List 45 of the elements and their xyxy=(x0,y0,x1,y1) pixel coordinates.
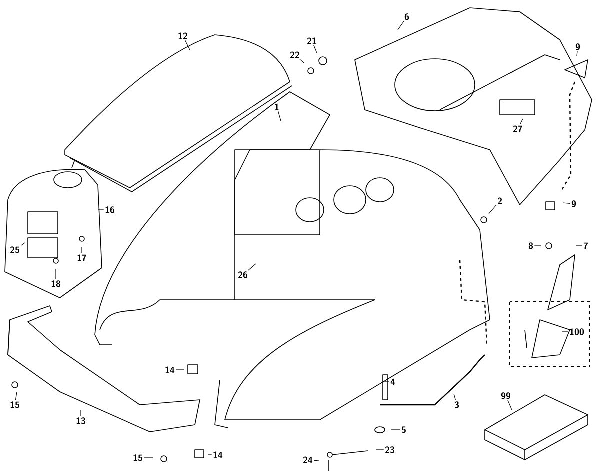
callout-number: 2 xyxy=(498,198,502,204)
callout-number: 99 xyxy=(501,392,511,400)
leader-line xyxy=(314,45,318,54)
callout-number: 13 xyxy=(76,418,86,424)
leader-line xyxy=(454,394,456,401)
callout-number: 14 xyxy=(166,366,175,374)
leader-line xyxy=(20,242,26,246)
callout-number: 17 xyxy=(78,254,87,262)
leader-line xyxy=(398,21,404,30)
leader-line xyxy=(208,454,212,456)
callout-number: 24 xyxy=(303,456,313,464)
callout-number: 26 xyxy=(238,272,248,278)
leader-line xyxy=(520,118,524,125)
callout-number: 18 xyxy=(52,280,61,288)
leader-line xyxy=(278,111,282,122)
callout-number: 1 xyxy=(275,104,279,110)
callout-number: 6 xyxy=(404,14,410,20)
callout-number: 3 xyxy=(454,402,460,408)
callout-number: 25 xyxy=(10,246,20,254)
leader-line xyxy=(562,202,571,204)
leader-line xyxy=(80,410,82,417)
leader-line xyxy=(488,205,497,214)
leader-line xyxy=(576,51,578,56)
leader-line xyxy=(314,460,320,462)
callout-number: 16 xyxy=(106,206,115,214)
callout-number: 21 xyxy=(307,38,316,44)
callout-number: 4 xyxy=(390,378,396,386)
leader-line xyxy=(184,40,190,50)
callout-number: 22 xyxy=(290,52,300,58)
leader-line xyxy=(300,59,304,64)
leader-line xyxy=(508,400,512,410)
callout-number: 23 xyxy=(385,446,395,454)
callout-number: 14 xyxy=(214,452,223,458)
leader-line xyxy=(15,392,18,401)
callout-number: 7 xyxy=(584,242,588,250)
callout-number: 15 xyxy=(134,454,142,462)
callout-number: 100 xyxy=(570,328,584,336)
callout-number: 9 xyxy=(572,200,576,208)
callout-number: 5 xyxy=(402,426,406,434)
leader-line xyxy=(248,264,256,271)
callout-number: 15 xyxy=(10,402,20,408)
callout-number: 12 xyxy=(178,32,188,40)
callout-number: 27 xyxy=(513,126,523,132)
callout-number: 8 xyxy=(528,242,534,250)
callout-number: 9 xyxy=(576,44,580,50)
